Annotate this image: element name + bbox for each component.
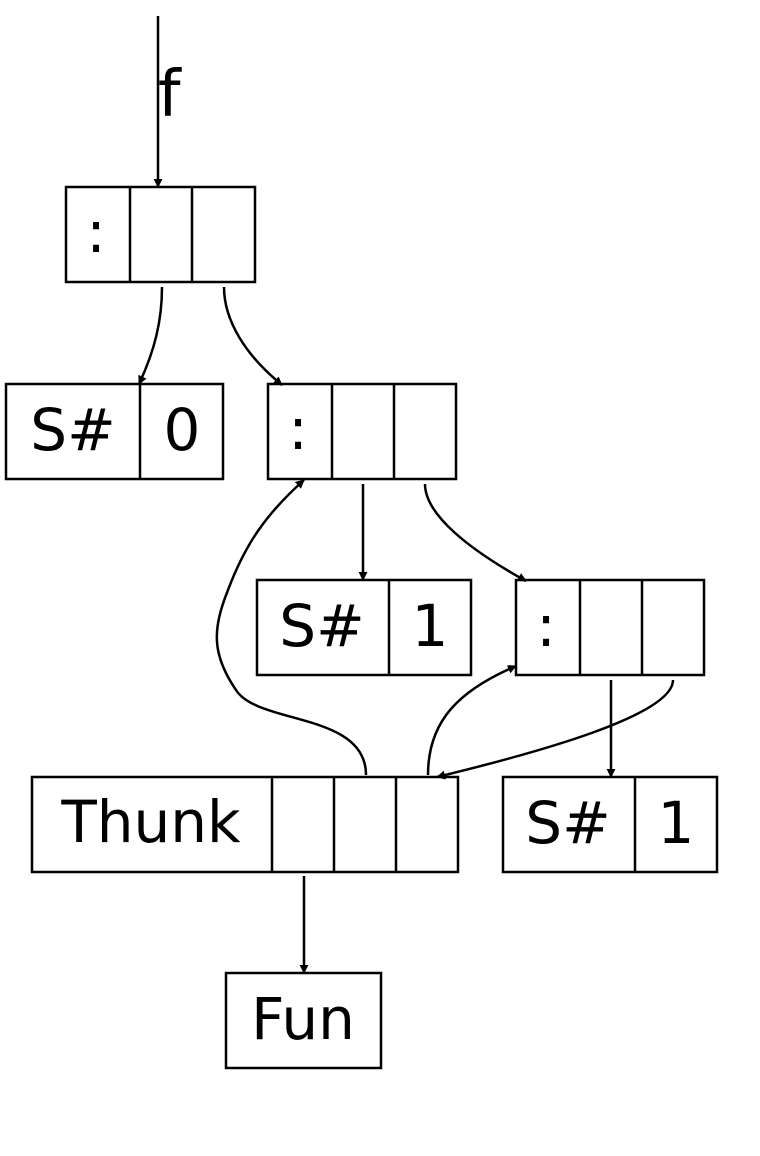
- cons-node-2-tag: :: [288, 395, 308, 463]
- edge-thunk-to-cons3: [426, 664, 517, 776]
- cons-node-1: :: [64, 185, 257, 284]
- s-node-1b-tag: S#: [525, 789, 610, 857]
- cons-node-2: :: [266, 382, 458, 481]
- cons-node-1-frame: [64, 185, 257, 284]
- fun-node-frame: [224, 971, 383, 1070]
- thunk-node-tag: Thunk: [60, 788, 241, 856]
- s-node-1a-tag: S#: [279, 592, 364, 660]
- cons-node-2-frame: [266, 382, 458, 481]
- s-node-0-tag: S#: [30, 396, 115, 464]
- root-pointer: f: [153, 16, 182, 188]
- thunk-node: Thunk: [30, 775, 460, 874]
- cons-node-3-tag: :: [536, 592, 556, 660]
- s-node-0-frame: [4, 382, 225, 481]
- s-node-0-value: 0: [164, 396, 201, 464]
- s-node-1b: S# 1: [501, 775, 719, 874]
- s-node-1a-value: 1: [412, 592, 449, 660]
- s-node-1b-value: 1: [658, 789, 695, 857]
- s-node-0: S# 0: [4, 382, 225, 481]
- cons-node-3-frame: [514, 578, 706, 677]
- edge-cons1-to-cons2: [222, 286, 283, 386]
- edge-cons2-to-cons3: [423, 483, 527, 583]
- cons-node-3: :: [514, 578, 706, 677]
- thunk-node-frame: [30, 775, 460, 874]
- s-node-1b-frame: [501, 775, 719, 874]
- root-label: f: [158, 58, 182, 132]
- fun-node: Fun: [224, 971, 383, 1070]
- edge-cons3-to-thunk: [436, 679, 675, 780]
- edge-cons1-to-s0: [137, 286, 164, 385]
- s-node-1a: S# 1: [255, 578, 473, 677]
- fun-node-tag: Fun: [251, 985, 355, 1053]
- edge-thunk-to-cons2: [215, 479, 368, 776]
- cons-node-1-tag: :: [86, 198, 106, 266]
